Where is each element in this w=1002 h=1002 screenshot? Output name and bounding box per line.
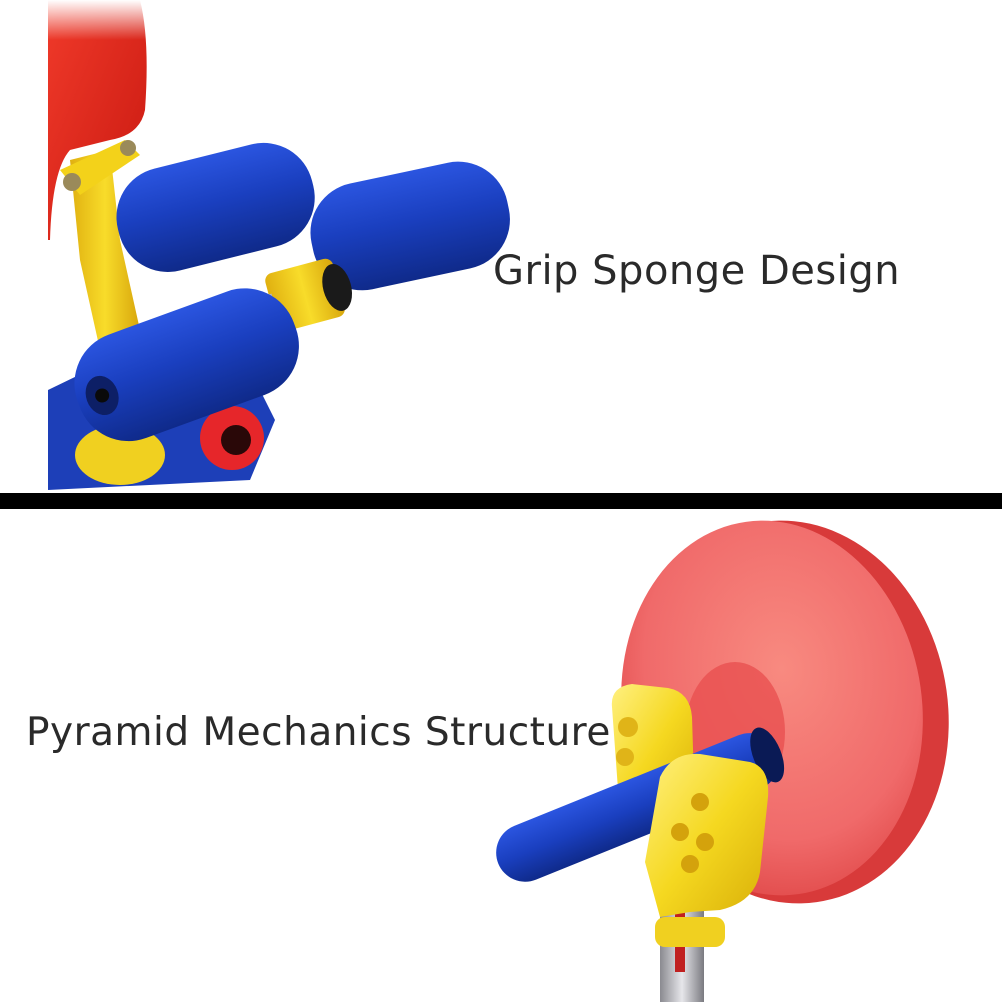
foam-roller-lower: [74, 288, 299, 442]
red-seat: [48, 0, 147, 240]
yellow-frame: [70, 150, 140, 350]
photo-panel-grip-sponge: Grip Sponge Design: [0, 0, 1002, 490]
caption-pyramid-mechanics-structure: Pyramid Mechanics Structure: [26, 710, 611, 755]
weight-plate-photo: [496, 520, 949, 1002]
foam-roller-upper-right: [310, 161, 510, 291]
panel-divider: [0, 493, 1002, 509]
foam-roller-upper-left: [116, 142, 315, 272]
photo-panel-pyramid-structure: Pyramid Mechanics Structure: [0, 512, 1002, 1002]
foam-roller-photo: [0, 0, 510, 490]
caption-grip-sponge-design: Grip Sponge Design: [493, 248, 901, 294]
